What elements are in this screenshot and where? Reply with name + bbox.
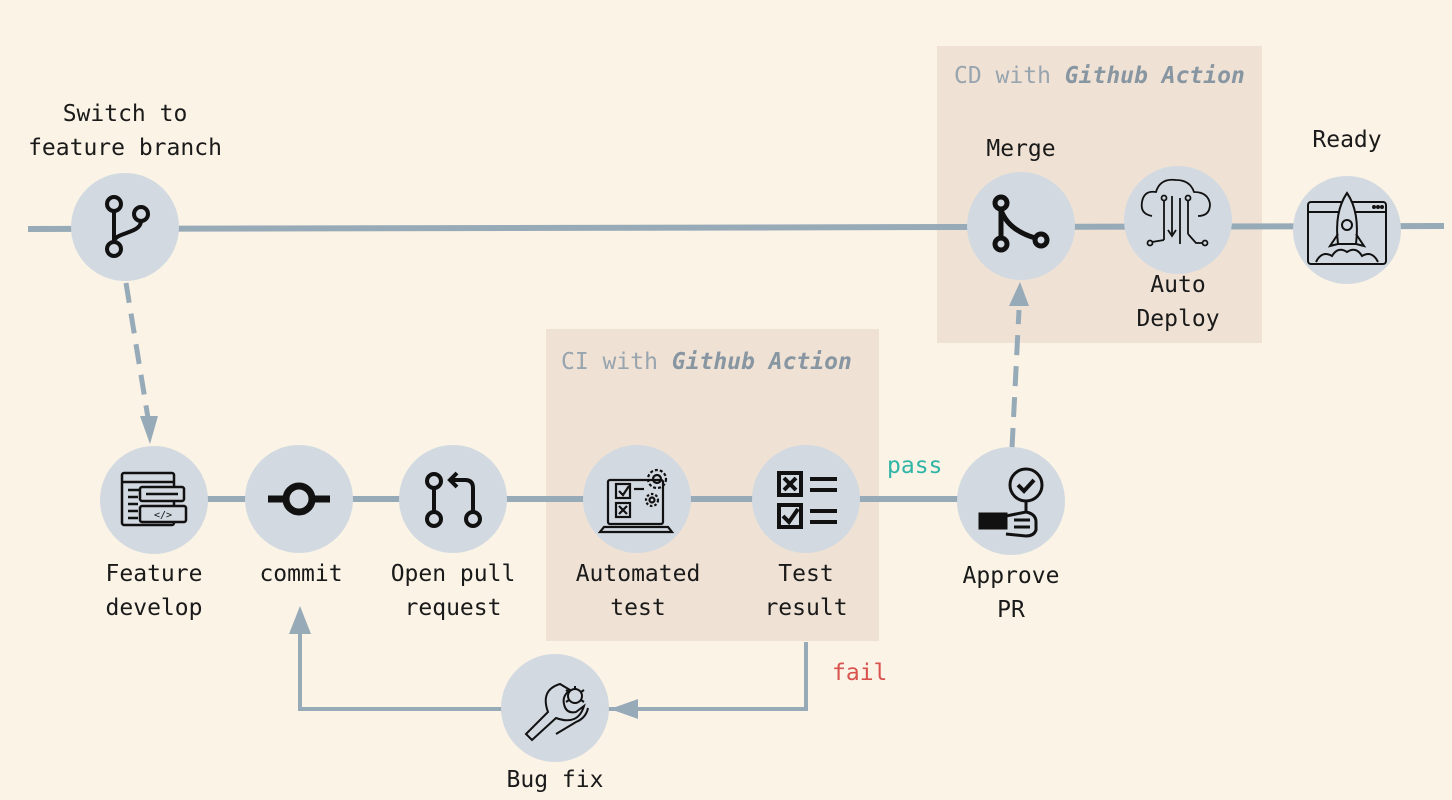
approve-pr-label-line1: Approve [962, 563, 1060, 589]
switch-branch-node[interactable] [71, 173, 179, 281]
pass-label: pass [887, 453, 943, 479]
cd-group-title: CD with Github Action [954, 63, 1245, 89]
cloud-deploy-icon [1140, 178, 1211, 247]
ready-label: Ready [1312, 123, 1381, 157]
commit-label: commit [259, 557, 342, 591]
rocket-launch-icon [1307, 191, 1387, 265]
svg-text:</>: </> [154, 510, 172, 521]
cd-title-emph: Github Action [1064, 63, 1245, 89]
ready-label-line1: Ready [1312, 127, 1382, 153]
open-pr-label: Open pull request [391, 557, 516, 625]
git-commit-icon [268, 482, 330, 516]
open-pr-node[interactable] [399, 445, 507, 553]
git-merge-icon [992, 194, 1050, 253]
switch-branch-label-line1: Switch to [62, 101, 188, 127]
checklist-icon [777, 471, 837, 529]
switch-branch-label-line2: feature branch [28, 135, 222, 161]
merge-label-line1: Merge [986, 136, 1056, 162]
automated-test-label-line1: Automated [575, 561, 701, 587]
fail-label: fail [832, 660, 888, 686]
git-pull-request-icon [425, 471, 482, 528]
test-result-node[interactable] [752, 445, 860, 553]
test-result-label-line2: result [764, 595, 848, 621]
arrowhead-to-bugfix [610, 699, 638, 719]
dashed-arrow-to-merge [1009, 309, 1022, 449]
approve-pr-label-line2: PR [997, 597, 1025, 623]
test-result-label: Test result [764, 557, 847, 625]
test-result-label-line1: Test [778, 561, 834, 587]
arrowhead-to-feature [140, 416, 158, 444]
cd-title-prefix: CD with [954, 63, 1051, 89]
ci-title-prefix: CI with [561, 349, 658, 375]
merge-label: Merge [986, 132, 1055, 166]
ci-group-title: CI with Github Action [561, 349, 852, 375]
approve-pr-label: Approve PR [963, 559, 1060, 627]
arrowhead-to-commit [289, 606, 311, 634]
bug-fix-label: Bug fix [507, 763, 604, 797]
commit-label-line1: commit [259, 561, 343, 587]
automated-test-label-line2: test [610, 595, 666, 621]
feature-develop-label: Feature develop [106, 557, 203, 625]
ci-title-emph: Github Action [671, 349, 852, 375]
bug-fix-wrench-icon [524, 682, 589, 742]
automated-test-label: Automated test [576, 557, 701, 625]
bug-fix-node[interactable] [501, 654, 609, 762]
dashed-arrow-to-feature [123, 282, 151, 419]
arrowhead-to-merge [1009, 282, 1029, 306]
merge-node[interactable] [967, 172, 1075, 280]
bug-fix-label-line1: Bug fix [506, 767, 604, 793]
approve-hand-icon [978, 467, 1044, 538]
automated-test-icon [597, 468, 675, 534]
code-window-icon: </> [120, 471, 188, 527]
automated-test-node[interactable] [583, 445, 691, 553]
feature-develop-label-line2: develop [105, 595, 203, 621]
auto-deploy-label: Auto Deploy [1136, 268, 1219, 336]
git-branch-icon [105, 195, 150, 258]
feature-develop-label-line1: Feature [105, 561, 203, 587]
switch-branch-label: Switch to feature branch [28, 97, 222, 165]
auto-deploy-node[interactable] [1124, 166, 1232, 274]
auto-deploy-label-line2: Deploy [1136, 306, 1220, 332]
auto-deploy-label-line1: Auto [1150, 272, 1206, 298]
approve-pr-node[interactable] [957, 447, 1065, 555]
open-pr-label-line1: Open pull [390, 561, 516, 587]
open-pr-label-line2: request [404, 595, 502, 621]
